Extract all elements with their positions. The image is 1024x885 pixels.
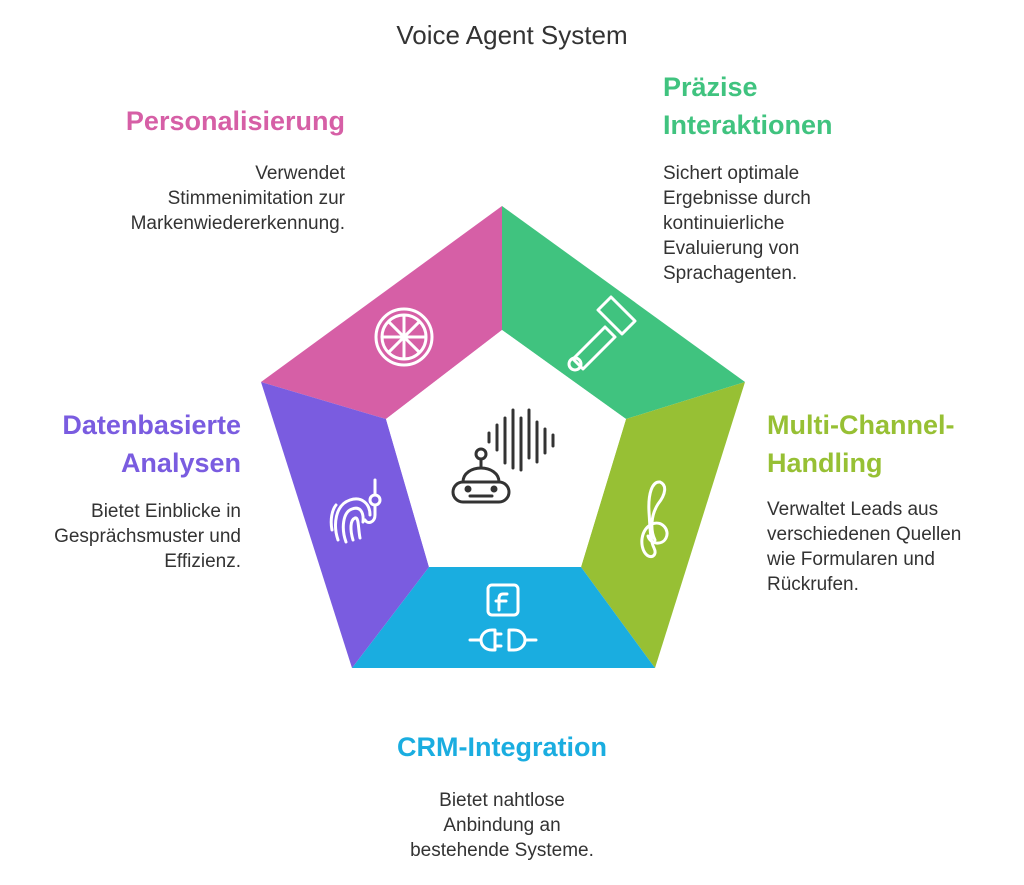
body-line: Stimmenimitation zur: [167, 188, 345, 209]
body-line: Verwendet: [255, 163, 345, 184]
body-line: Markenwiedererkennung.: [130, 213, 345, 234]
fingerprint-icon: [329, 478, 382, 544]
body-line: Verwaltet Leads aus: [767, 499, 939, 520]
diagram-title: Voice Agent System: [396, 20, 628, 50]
voice-robot-icon: [451, 408, 555, 504]
heading-line: Personalisierung: [125, 106, 345, 136]
heading-line: Handling: [767, 448, 883, 478]
heading-line: Multi-Channel-: [767, 410, 955, 440]
segment-personalisierung: [261, 206, 502, 419]
heading-line: Präzise: [663, 72, 758, 102]
body-crm-integration: Bietet nahtlose Anbindung an bestehende …: [352, 788, 652, 863]
heading-praezise-interaktionen: Präzise Interaktionen: [663, 68, 963, 144]
body-line: Evaluierung von: [663, 238, 800, 259]
body-line: Sichert optimale: [663, 163, 800, 184]
heading-line: CRM-Integration: [397, 732, 607, 762]
heading-crm-integration: CRM-Integration: [352, 728, 652, 766]
heading-line: Datenbasierte: [62, 410, 241, 440]
body-line: Bietet Einblicke in: [91, 501, 241, 522]
segment-crm-integration: [352, 567, 655, 668]
hammer-icon: [567, 295, 637, 372]
segment-praezise-interaktionen: [502, 206, 745, 419]
body-praezise-interaktionen: Sichert optimale Ergebnisse durch kontin…: [663, 161, 963, 286]
heading-line: Interaktionen: [663, 110, 833, 140]
body-line: Rückrufen.: [767, 574, 859, 595]
treble-clef-icon: [640, 480, 669, 559]
body-multi-channel-handling: Verwaltet Leads aus verschiedenen Quelle…: [767, 497, 1017, 597]
body-line: kontinuierliche: [663, 213, 785, 234]
body-line: wie Formularen und: [767, 549, 935, 570]
facebook-plug-icon: [468, 583, 538, 652]
heading-personalisierung: Personalisierung: [60, 102, 345, 140]
body-line: Effizienz.: [164, 551, 241, 572]
wheel-icon: [374, 307, 434, 367]
body-line: Bietet nahtlose: [439, 790, 565, 811]
body-line: Anbindung an: [443, 815, 561, 836]
body-line: verschiedenen Quellen: [767, 524, 962, 545]
body-datenbasierte-analysen: Bietet Einblicke in Gesprächsmuster und …: [10, 499, 241, 574]
heading-datenbasierte-analysen: Datenbasierte Analysen: [10, 406, 241, 482]
heading-multi-channel-handling: Multi-Channel- Handling: [767, 406, 1017, 482]
body-line: Sprachagenten.: [663, 263, 798, 284]
heading-line: Analysen: [120, 448, 241, 478]
body-line: bestehende Systeme.: [410, 840, 594, 861]
body-line: Ergebnisse durch: [663, 188, 811, 209]
body-personalisierung: Verwendet Stimmenimitation zur Markenwie…: [60, 161, 345, 236]
body-line: Gesprächsmuster und: [54, 526, 241, 547]
segment-datenbasierte-analysen: [261, 382, 429, 668]
